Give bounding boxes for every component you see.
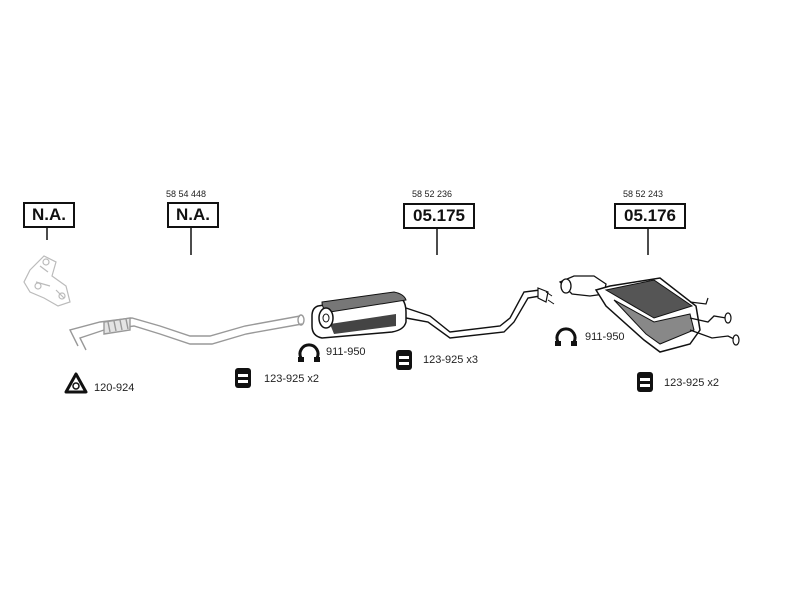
gasket-icon <box>64 372 88 394</box>
accessory-label-clamp-a: 911-950 <box>326 346 366 358</box>
rubber-mount-icon <box>396 350 412 370</box>
oem-number-rear-silencer: 58 52 243 <box>623 189 664 199</box>
oem-number-intermediate-pipe: 58 54 448 <box>166 189 207 199</box>
accessory-label-gasket: 120-924 <box>94 382 135 394</box>
intermediate-pipe-drawing <box>68 314 305 351</box>
part-code-rear-silencer[interactable]: 05.176 <box>614 203 686 229</box>
clamp-icon <box>555 327 577 346</box>
front-pipe-drawing <box>23 255 71 307</box>
rubber-mount-icon <box>637 372 653 392</box>
center-silencer-drawing <box>311 287 555 339</box>
rubber-mount-icon <box>235 368 251 388</box>
part-code-front-pipe[interactable]: N.A. <box>23 202 75 228</box>
part-code-intermediate-pipe[interactable]: N.A. <box>167 202 219 228</box>
accessory-label-rubber-mount-b: 123-925 x3 <box>423 354 479 366</box>
part-code-center-silencer[interactable]: 05.175 <box>403 203 475 229</box>
accessory-label-rubber-mount-c: 123-925 x2 <box>664 377 720 389</box>
accessory-label-rubber-mount-a: 123-925 x2 <box>264 373 320 385</box>
clamp-icon <box>298 343 320 362</box>
oem-number-center-silencer: 58 52 236 <box>412 189 453 199</box>
accessory-label-clamp-b: 911-950 <box>585 331 625 343</box>
rear-silencer-drawing <box>558 275 740 353</box>
